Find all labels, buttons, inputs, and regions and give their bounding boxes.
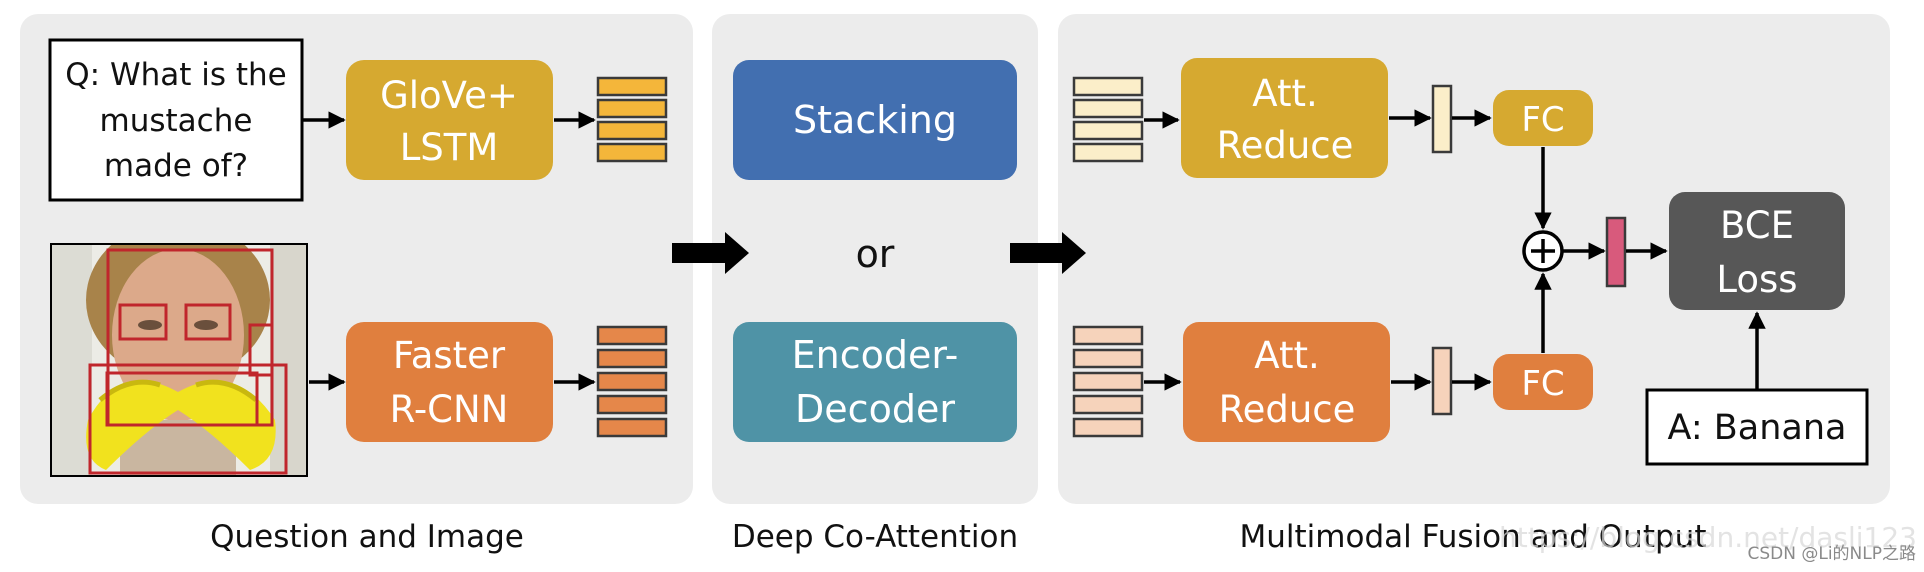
- block-arrow-to-fusion: [1010, 232, 1086, 274]
- encoder-decoder-box: [733, 322, 1017, 442]
- sum-node: [1522, 230, 1564, 272]
- question-line-3: made of?: [104, 148, 248, 184]
- fc-bottom-label: FC: [1521, 364, 1564, 404]
- att-reduce-image-box: [1183, 322, 1390, 442]
- watermark-faint: https://blog.csdn.net/dasli123: [1499, 521, 1917, 554]
- att-reduce-text-box: [1181, 58, 1388, 178]
- att-reduce-text-line-1: Att.: [1252, 72, 1317, 115]
- bce-loss-box: [1669, 192, 1845, 310]
- encoder-decoder-line-2: Decoder: [795, 387, 955, 431]
- glove-lstm-line-2: LSTM: [400, 126, 499, 169]
- text-feature-stack: [596, 76, 668, 163]
- glove-lstm-line-1: GloVe+: [380, 74, 518, 117]
- answer-box: [1645, 388, 1869, 466]
- input-panel-caption: Question and Image: [210, 519, 524, 555]
- answer-label: A: Banana: [1668, 408, 1847, 448]
- stacking-box: [733, 60, 1017, 180]
- bce-loss-line-2: Loss: [1716, 258, 1797, 301]
- faster-rcnn-line-2: R-CNN: [390, 388, 509, 431]
- reduced-image-vector: [1431, 346, 1453, 416]
- att-reduce-image-line-1: Att.: [1254, 334, 1319, 377]
- block-arrow-to-coattention: [672, 232, 749, 274]
- fc-top-label: FC: [1521, 100, 1564, 140]
- fusion-panel-caption: Multimodal Fusion and Output: [1240, 519, 1707, 555]
- stacking-label: Stacking: [793, 98, 957, 142]
- coattention-panel-caption: Deep Co-Attention: [732, 519, 1018, 555]
- fc-top-box: [1493, 90, 1593, 146]
- glove-lstm-box: [346, 60, 553, 180]
- faster-rcnn-line-1: Faster: [393, 334, 506, 377]
- faster-rcnn-box: [346, 322, 553, 442]
- input-image: [50, 243, 308, 477]
- or-label: or: [856, 232, 895, 276]
- reduced-text-vector: [1431, 84, 1453, 154]
- question-line-2: mustache: [100, 103, 253, 139]
- bce-loss-line-1: BCE: [1720, 204, 1794, 247]
- att-reduce-text-line-2: Reduce: [1217, 124, 1354, 167]
- image-feature-stack: [596, 325, 668, 438]
- att-reduce-image-line-2: Reduce: [1219, 388, 1356, 431]
- fused-vector: [1605, 216, 1627, 288]
- encoder-decoder-line-1: Encoder-: [792, 333, 959, 377]
- question-line-1: Q: What is the: [65, 57, 287, 93]
- attended-image-feature-stack: [1072, 325, 1144, 438]
- watermark-csdn: CSDN @Li的NLP之路: [1747, 544, 1916, 564]
- attended-text-feature-stack: [1072, 76, 1144, 163]
- question-box: [48, 38, 304, 202]
- fc-bottom-box: [1493, 354, 1593, 410]
